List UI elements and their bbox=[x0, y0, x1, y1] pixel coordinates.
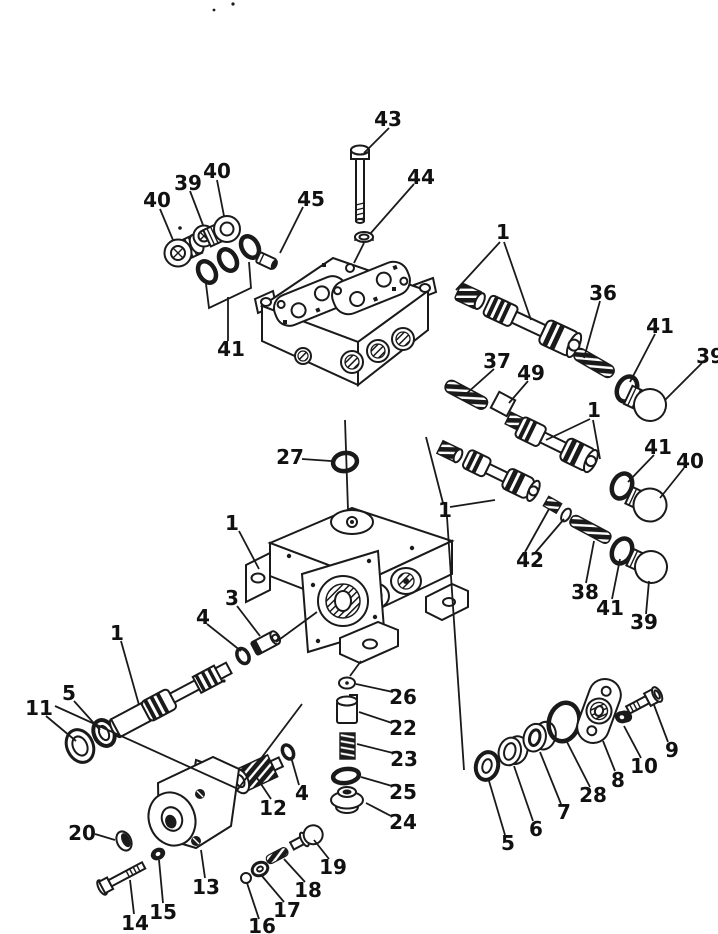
seal-ring-6 bbox=[497, 735, 529, 767]
callout-13: 13 bbox=[192, 875, 220, 899]
bolt-14 bbox=[96, 860, 147, 896]
callout-37: 37 bbox=[483, 349, 511, 373]
o-ring-4-left bbox=[235, 646, 251, 666]
plug-40-row2 bbox=[624, 485, 668, 523]
callout-12: 12 bbox=[259, 796, 287, 820]
callout-1-d: 1 bbox=[225, 511, 239, 535]
washer-15 bbox=[150, 847, 166, 861]
plug-39-row1 bbox=[622, 384, 667, 422]
callout-14: 14 bbox=[121, 911, 149, 934]
assembly-axis-top bbox=[353, 242, 365, 264]
callout-1-e: 1 bbox=[110, 621, 124, 645]
callout-36: 36 bbox=[589, 281, 617, 305]
poppet-22 bbox=[336, 694, 358, 724]
callout-8: 8 bbox=[611, 768, 625, 792]
callout-20: 20 bbox=[68, 821, 96, 845]
plug-24 bbox=[330, 786, 364, 814]
detent-plug-45 bbox=[255, 251, 278, 270]
callout-11: 11 bbox=[25, 696, 53, 720]
leader-lines bbox=[45, 127, 703, 920]
callout-40-b: 40 bbox=[143, 188, 171, 212]
callout-4-b: 4 bbox=[295, 781, 309, 805]
spring-18 bbox=[265, 847, 289, 865]
callout-41-c: 41 bbox=[644, 435, 672, 459]
callout-23: 23 bbox=[390, 747, 418, 771]
callout-7: 7 bbox=[557, 800, 571, 824]
cap-20 bbox=[115, 830, 133, 852]
callout-49: 49 bbox=[517, 361, 545, 385]
callout-1-a: 1 bbox=[496, 220, 510, 244]
bolt-9 bbox=[624, 686, 664, 715]
callout-40-c: 40 bbox=[676, 449, 704, 473]
o-ring-27 bbox=[330, 450, 360, 474]
spring-23 bbox=[339, 732, 356, 760]
callout-6: 6 bbox=[529, 817, 543, 841]
callout-15: 15 bbox=[149, 900, 177, 924]
washer-17 bbox=[250, 860, 270, 878]
callout-45: 45 bbox=[297, 187, 325, 211]
spool-assembly-row1 bbox=[454, 283, 583, 359]
lower-valve-body bbox=[245, 506, 469, 665]
o-ring-25 bbox=[330, 766, 362, 786]
ball-16 bbox=[240, 872, 252, 884]
o-ring-4-relief bbox=[280, 743, 296, 761]
plug-39-row3 bbox=[625, 547, 668, 584]
nut-10 bbox=[614, 710, 633, 724]
fitting-3 bbox=[250, 630, 282, 656]
callout-4-a: 4 bbox=[196, 605, 210, 629]
callout-17: 17 bbox=[273, 898, 301, 922]
o-rings-41-group bbox=[195, 234, 262, 285]
detent-ball-19 bbox=[288, 824, 324, 851]
callout-28: 28 bbox=[579, 783, 607, 807]
callout-41-d: 41 bbox=[596, 596, 624, 620]
disc-26 bbox=[338, 676, 356, 690]
callout-16: 16 bbox=[248, 914, 276, 934]
callout-3: 3 bbox=[225, 586, 239, 610]
spring-38 bbox=[569, 514, 612, 544]
upper-valve-body bbox=[253, 256, 438, 388]
spring-36 bbox=[573, 347, 615, 379]
spring-37 bbox=[444, 379, 489, 410]
callout-39-c: 39 bbox=[630, 610, 658, 634]
spool-assembly-row2 bbox=[504, 411, 599, 474]
callout-25: 25 bbox=[389, 780, 417, 804]
callout-5-b: 5 bbox=[501, 831, 515, 855]
callout-42: 42 bbox=[516, 548, 544, 572]
spool-assembly-left bbox=[108, 661, 233, 739]
callout-18: 18 bbox=[294, 878, 322, 902]
callout-1-c: 1 bbox=[438, 498, 452, 522]
bolt-43 bbox=[350, 144, 370, 224]
end-cover-13 bbox=[147, 755, 241, 850]
nut-44 bbox=[354, 231, 374, 243]
callout-41-a: 41 bbox=[646, 314, 674, 338]
spring-seat-49 bbox=[489, 390, 517, 418]
callout-39-a: 39 bbox=[174, 171, 202, 195]
spool-assembly-row3 bbox=[435, 439, 541, 502]
callout-5-a: 5 bbox=[62, 681, 76, 705]
callouts: 43 44 40 39 40 45 1 36 41 39 41 37 49 1 … bbox=[25, 107, 718, 934]
flange-plate-8 bbox=[576, 678, 622, 744]
callout-24: 24 bbox=[389, 810, 417, 834]
callout-1-b: 1 bbox=[587, 398, 601, 422]
callout-26: 26 bbox=[389, 685, 417, 709]
assembly-axis-mid bbox=[344, 419, 349, 511]
callout-40-a: 40 bbox=[203, 159, 231, 183]
seal-ring-5-right bbox=[473, 750, 501, 782]
callout-39-b: 39 bbox=[696, 344, 718, 368]
callout-19: 19 bbox=[319, 855, 347, 879]
plug-40-top-right bbox=[201, 215, 241, 248]
callout-9: 9 bbox=[665, 738, 679, 762]
callout-10: 10 bbox=[630, 754, 658, 778]
callout-44: 44 bbox=[407, 165, 435, 189]
callout-38: 38 bbox=[571, 580, 599, 604]
callout-43: 43 bbox=[374, 107, 402, 131]
callout-22: 22 bbox=[389, 716, 417, 740]
callout-27: 27 bbox=[276, 445, 304, 469]
callout-41-b: 41 bbox=[217, 337, 245, 361]
